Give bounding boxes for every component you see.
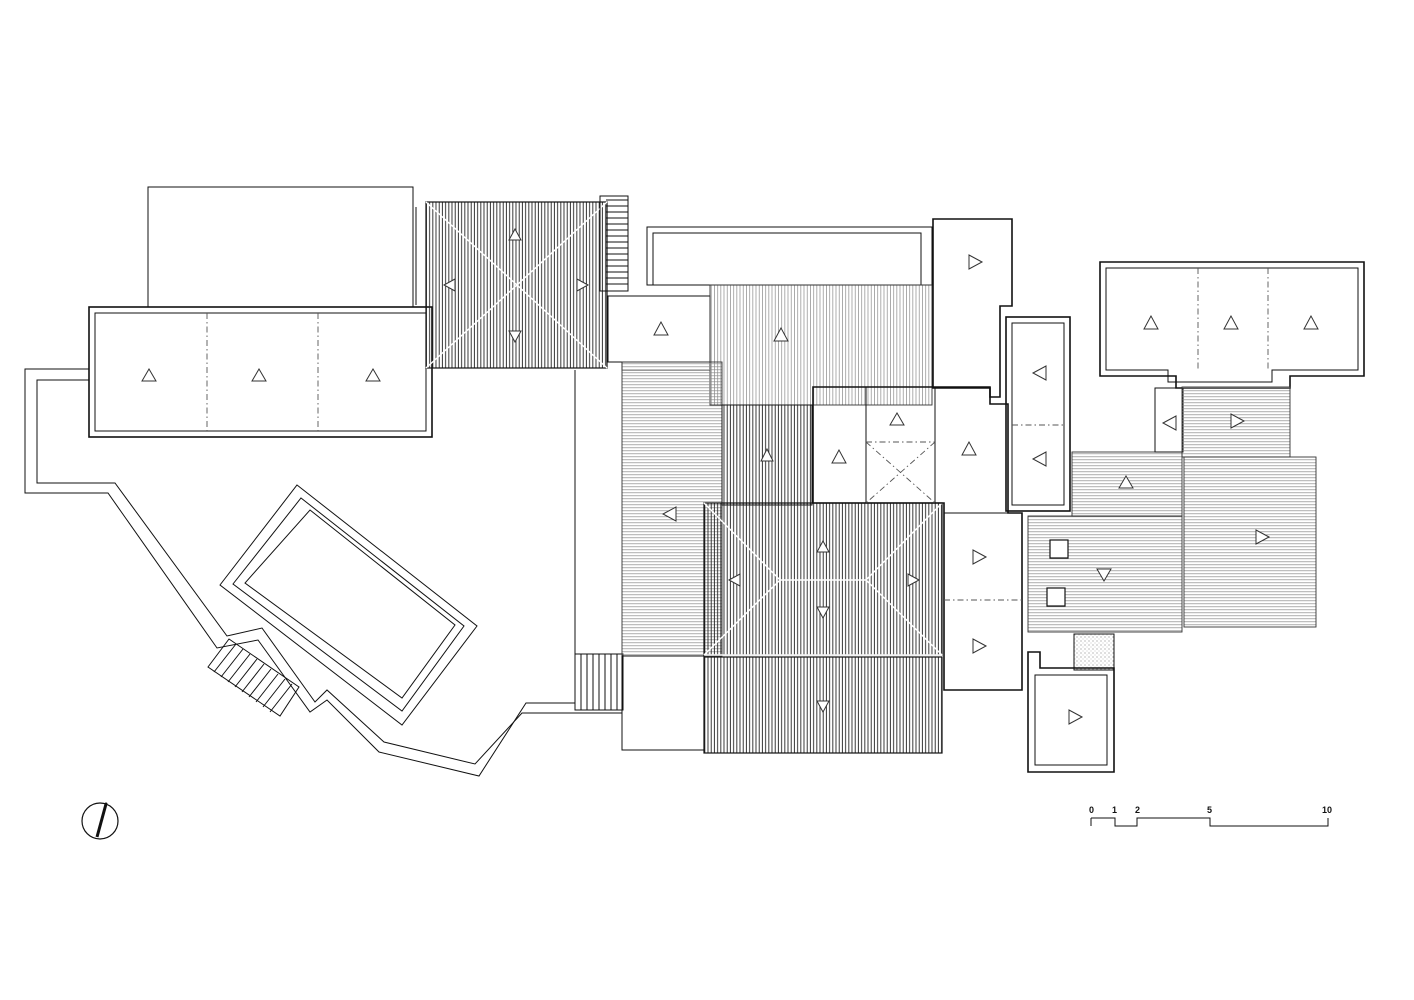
- slope-arrow-icon: [1096, 568, 1112, 582]
- flat-roof-central-east: [812, 386, 1023, 691]
- slope-arrow-icon: [653, 320, 669, 336]
- scale-bar: 0 1 2 5 10: [1089, 805, 1332, 827]
- slope-arrow-icon: [1143, 314, 1159, 330]
- slope-arrow-icon: [1161, 415, 1177, 431]
- slope-arrow-icon: [816, 700, 830, 714]
- slope-arrow-icon: [1303, 314, 1319, 330]
- slope-arrow-icon: [816, 606, 830, 620]
- light-roof-east-wing-south: [1183, 456, 1317, 628]
- slope-arrow-icon: [1068, 709, 1084, 725]
- scale-label-0: 0: [1089, 805, 1094, 815]
- south-flat-annex: [621, 655, 705, 751]
- skylight-1: [1049, 539, 1069, 559]
- scale-label-10: 10: [1322, 805, 1332, 815]
- slope-arrow-icon: [727, 573, 741, 587]
- scale-label-2: 2: [1135, 805, 1140, 815]
- slope-arrow-icon: [972, 638, 988, 654]
- exterior-stair-north: [599, 195, 629, 292]
- skylight-2: [1046, 587, 1066, 607]
- slope-arrow-icon: [442, 278, 456, 292]
- tall-flat-roof-north: [932, 218, 1013, 398]
- slope-arrow-icon: [972, 549, 988, 565]
- pool-stair: [207, 638, 300, 717]
- swimming-pool: [219, 484, 478, 726]
- slope-arrow-icon: [1223, 314, 1239, 330]
- slope-arrow-icon: [968, 254, 984, 270]
- slope-arrow-icon: [1255, 529, 1271, 545]
- light-roof-north: [709, 284, 933, 406]
- terrace-outline: [24, 368, 622, 777]
- slope-arrow-icon: [961, 440, 977, 456]
- slope-arrow-icon: [141, 368, 157, 382]
- slope-arrow-icon: [661, 506, 677, 522]
- slope-arrow-icon: [508, 227, 522, 241]
- scale-label-1: 1: [1112, 805, 1117, 815]
- pergola-frame: [646, 226, 933, 286]
- slope-arrow-icon: [365, 368, 381, 382]
- slope-arrow-icon: [1118, 475, 1134, 489]
- slope-arrow-icon: [773, 326, 789, 342]
- courtyard-stair: [574, 653, 624, 711]
- slope-arrow-icon: [907, 573, 921, 587]
- slope-arrow-icon: [889, 412, 905, 426]
- slope-arrow-icon: [576, 278, 590, 292]
- slope-arrow-icon: [1230, 413, 1246, 429]
- slope-arrow-icon: [251, 368, 267, 382]
- flat-roof-south-east: [1027, 651, 1115, 773]
- slope-arrows: [141, 227, 1319, 725]
- north-arrow-icon: [104, 802, 108, 806]
- slope-arrow-icon: [760, 447, 774, 462]
- west-flat-roof: [88, 306, 433, 438]
- slope-arrow-icon: [1031, 365, 1047, 381]
- west-roof-upper-block: [147, 186, 417, 308]
- slope-arrow-icon: [508, 330, 522, 344]
- north-arrow: [81, 802, 119, 840]
- planter-gravel: [1073, 633, 1115, 671]
- hipped-roof-central: [703, 502, 943, 656]
- scale-label-5: 5: [1207, 805, 1212, 815]
- slope-arrow-icon: [816, 539, 830, 553]
- narrow-flat-roof-tower: [1005, 316, 1071, 512]
- slope-arrow-icon: [1031, 451, 1047, 467]
- slope-arrow-icon: [831, 448, 847, 464]
